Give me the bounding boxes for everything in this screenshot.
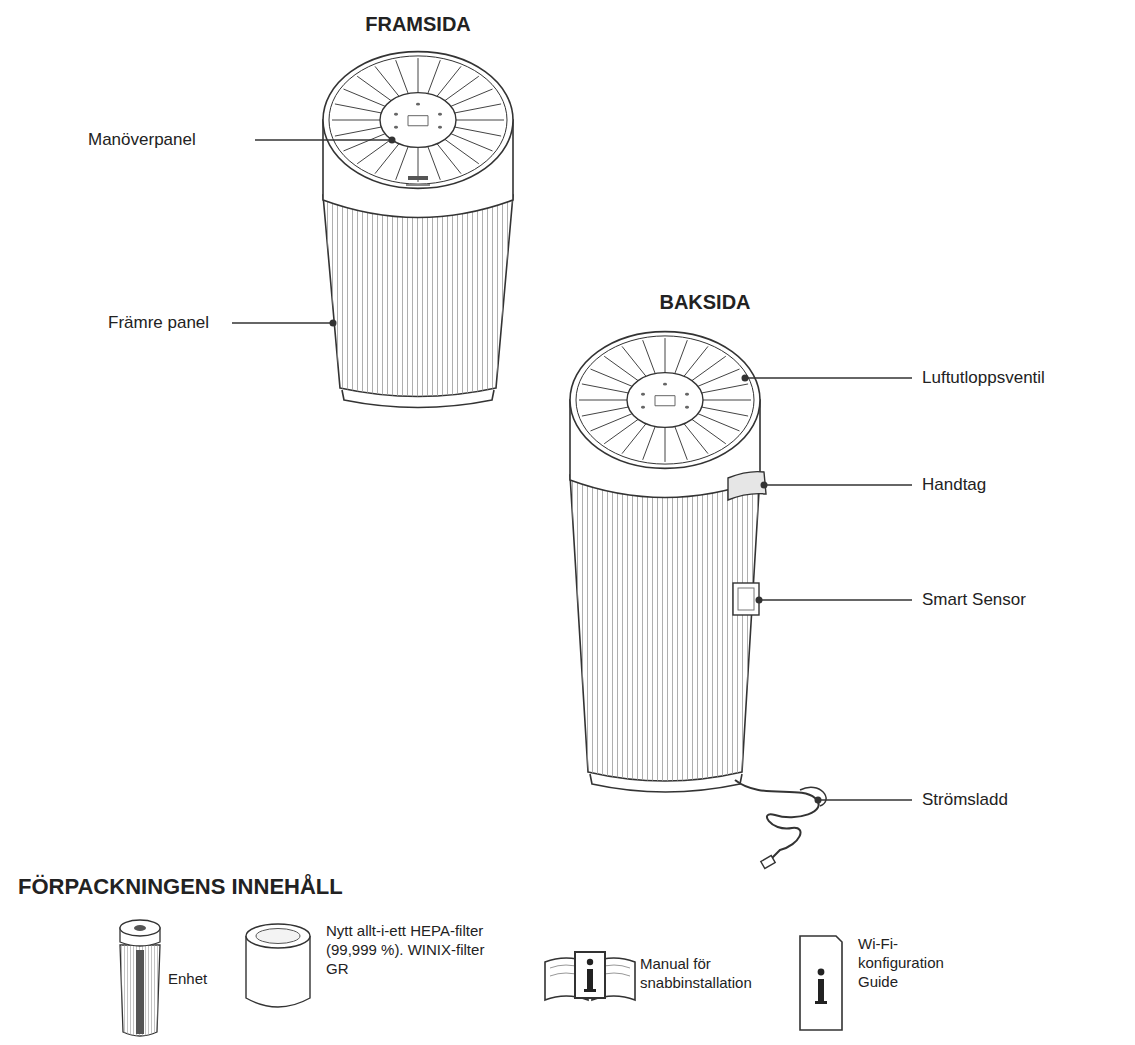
view-heading: BAKSIDA (620, 290, 790, 315)
item-label: Manual för snabbinstallation (640, 955, 765, 993)
leader-dot (761, 482, 768, 489)
leader-line (818, 799, 912, 801)
leader-dot (742, 375, 749, 382)
unit-body (570, 475, 760, 781)
sensor-window (738, 588, 754, 610)
part-label: Luftutloppsventil (922, 367, 1045, 388)
part-label: Strömsladd (922, 789, 1008, 810)
item-label: Nytt allt-i-ett HEPA-filter (99,999 %). … (326, 922, 486, 978)
manual-icon (545, 952, 635, 1000)
leader-lines (232, 140, 912, 800)
part-label: Främre panel (108, 312, 209, 333)
part-label: Manöverpanel (88, 129, 196, 150)
unit-cap (323, 52, 513, 218)
part-label: Smart Sensor (922, 589, 1026, 610)
item-label: Wi-Fi- konfiguration Guide (858, 935, 958, 991)
power-cord (800, 787, 826, 806)
item-label: Enhet (168, 970, 207, 989)
section-heading: FÖRPACKNINGENS INNEHÅLL (18, 873, 343, 901)
unit-body (323, 195, 513, 397)
filter-icon (246, 924, 310, 1007)
leader-dot (389, 137, 396, 144)
leader-line (745, 377, 912, 379)
back-panel-grille (570, 475, 760, 781)
leader-dot (330, 320, 337, 327)
front-panel-grille (323, 195, 513, 397)
leader-line (255, 139, 392, 141)
logo-mark (406, 184, 430, 186)
leader-line (232, 322, 333, 324)
plug (761, 856, 775, 869)
front-unit (323, 52, 513, 408)
logo-mark (408, 176, 428, 180)
leader-line (764, 484, 912, 486)
unit-icon (120, 920, 160, 1036)
smart-sensor (733, 583, 759, 615)
part-label: Handtag (922, 474, 986, 495)
power-cord (735, 780, 819, 860)
unit-cap (570, 332, 760, 498)
leader-dots (330, 137, 822, 804)
view-heading: FRAMSIDA (318, 12, 518, 37)
leader-line (759, 599, 912, 601)
wifi-guide-icon (800, 936, 842, 1030)
handle (728, 472, 766, 500)
leader-dot (815, 797, 822, 804)
leader-dot (756, 597, 763, 604)
